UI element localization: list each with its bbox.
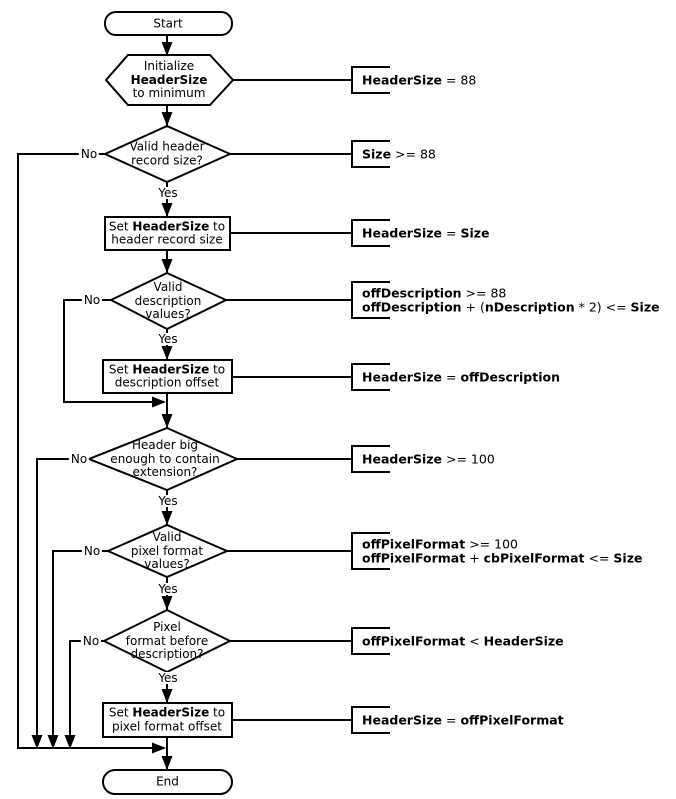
annotation-brackets (351, 66, 390, 734)
edge-label-yes-4: Yes (156, 582, 180, 596)
valid-description-values-diamond-shape (108, 271, 229, 331)
set-headersize-pixel-format-offset-process-shape (102, 702, 233, 738)
edge-label-yes-3: Yes (156, 494, 180, 508)
no-branch-pixel-before-description (69, 640, 106, 740)
edge-label-no-1: No (78, 147, 100, 161)
annotation-size-ge-88: Size >= 88 (362, 146, 436, 162)
edge-label-yes-1: Yes (156, 186, 180, 200)
edge-label-no-5: No (80, 634, 102, 648)
end-node-label: End (156, 773, 179, 788)
annotation-connectors (222, 79, 352, 721)
edge-label-no-2: No (81, 293, 103, 307)
annotation-headersize-88: HeaderSize = 88 (362, 72, 477, 88)
end-terminator-shape (102, 769, 233, 795)
valid-header-record-size-diamond-shape (102, 124, 233, 184)
init-headersize-hexagon-shape (104, 54, 235, 106)
annotation-headersize-eq-offpixelformat: HeaderSize = offPixelFormat (362, 712, 564, 728)
annotation-headersize-eq-offdescription: HeaderSize = offDescription (362, 369, 560, 385)
edge-label-yes-5: Yes (156, 671, 180, 685)
set-headersize-record-size-process-shape (104, 216, 231, 251)
edge-label-no-4: No (81, 544, 103, 558)
set-headersize-description-offset-process-shape (102, 359, 233, 394)
annotation-headersize-eq-size: HeaderSize = Size (362, 225, 490, 241)
edge-label-no-3: No (68, 452, 90, 466)
start-terminator-shape (104, 11, 233, 36)
no-branch-valid-header-size (17, 153, 164, 749)
edge-label-yes-2: Yes (156, 332, 180, 346)
start-node-label: Start (153, 15, 183, 30)
valid-pixel-format-values-diamond-shape (105, 523, 230, 579)
annotation-headersize-ge-100: HeaderSize >= 100 (362, 451, 495, 467)
annotation-offpixelformat-lt-headersize: offPixelFormat < HeaderSize (362, 633, 564, 649)
header-big-enough-diamond-shape (86, 426, 240, 492)
